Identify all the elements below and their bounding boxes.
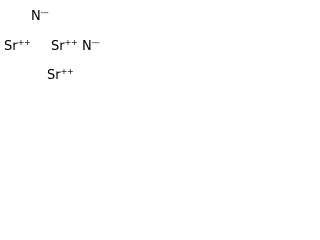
ion-charge: ++	[64, 38, 78, 47]
ion-symbol: N	[82, 39, 92, 54]
ion-symbol: Sr	[51, 39, 65, 54]
ion-charge: ++	[60, 67, 74, 76]
strontium-ion-2: Sr++	[51, 37, 78, 54]
nitride-ion-2: N---	[82, 37, 100, 54]
ionic-formula-diagram: N--- Sr++ Sr++ N--- Sr++	[0, 0, 105, 99]
ion-charge: ---	[40, 8, 49, 17]
ion-charge: ---	[91, 38, 100, 47]
ion-symbol: N	[31, 9, 41, 24]
strontium-ion-3: Sr++	[47, 66, 74, 83]
nitride-ion-1: N---	[31, 7, 49, 24]
ion-symbol: Sr	[47, 68, 61, 83]
ion-symbol: Sr	[4, 39, 18, 54]
strontium-ion-1: Sr++	[4, 37, 31, 54]
ion-charge: ++	[17, 38, 31, 47]
